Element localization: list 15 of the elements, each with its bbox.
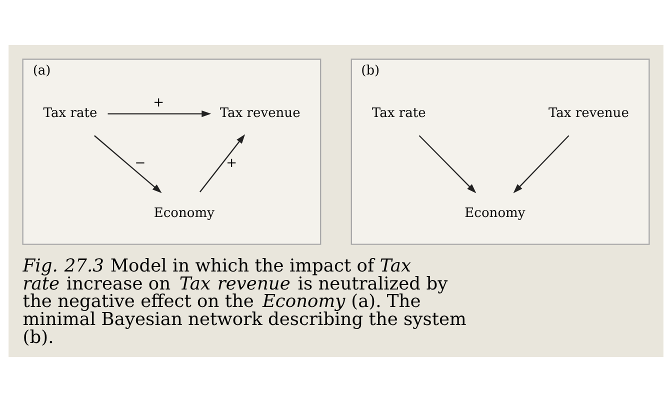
arrow [513,134,570,193]
node-text: Tax rate [372,106,426,121]
edge-label: − [134,155,146,170]
node-text: Tax rate [43,106,98,121]
caption: Fig. 27.3 Model in which the impact of Tax rate increase on Tax revenue is neutralized by the negative effect on the Economy (a). The minimal Bayesian network describing the system (b). [22,255,466,348]
node-text: Tax revenue [548,106,629,121]
arrow [108,110,212,117]
edge-label: + [153,94,164,110]
node-text: Economy [154,205,214,220]
arrow [418,134,476,193]
arrow [200,134,246,192]
node-text: Tax revenue [220,106,300,121]
edge-label: + [226,155,238,170]
arrow [94,134,162,193]
node-text: Economy [464,205,526,220]
